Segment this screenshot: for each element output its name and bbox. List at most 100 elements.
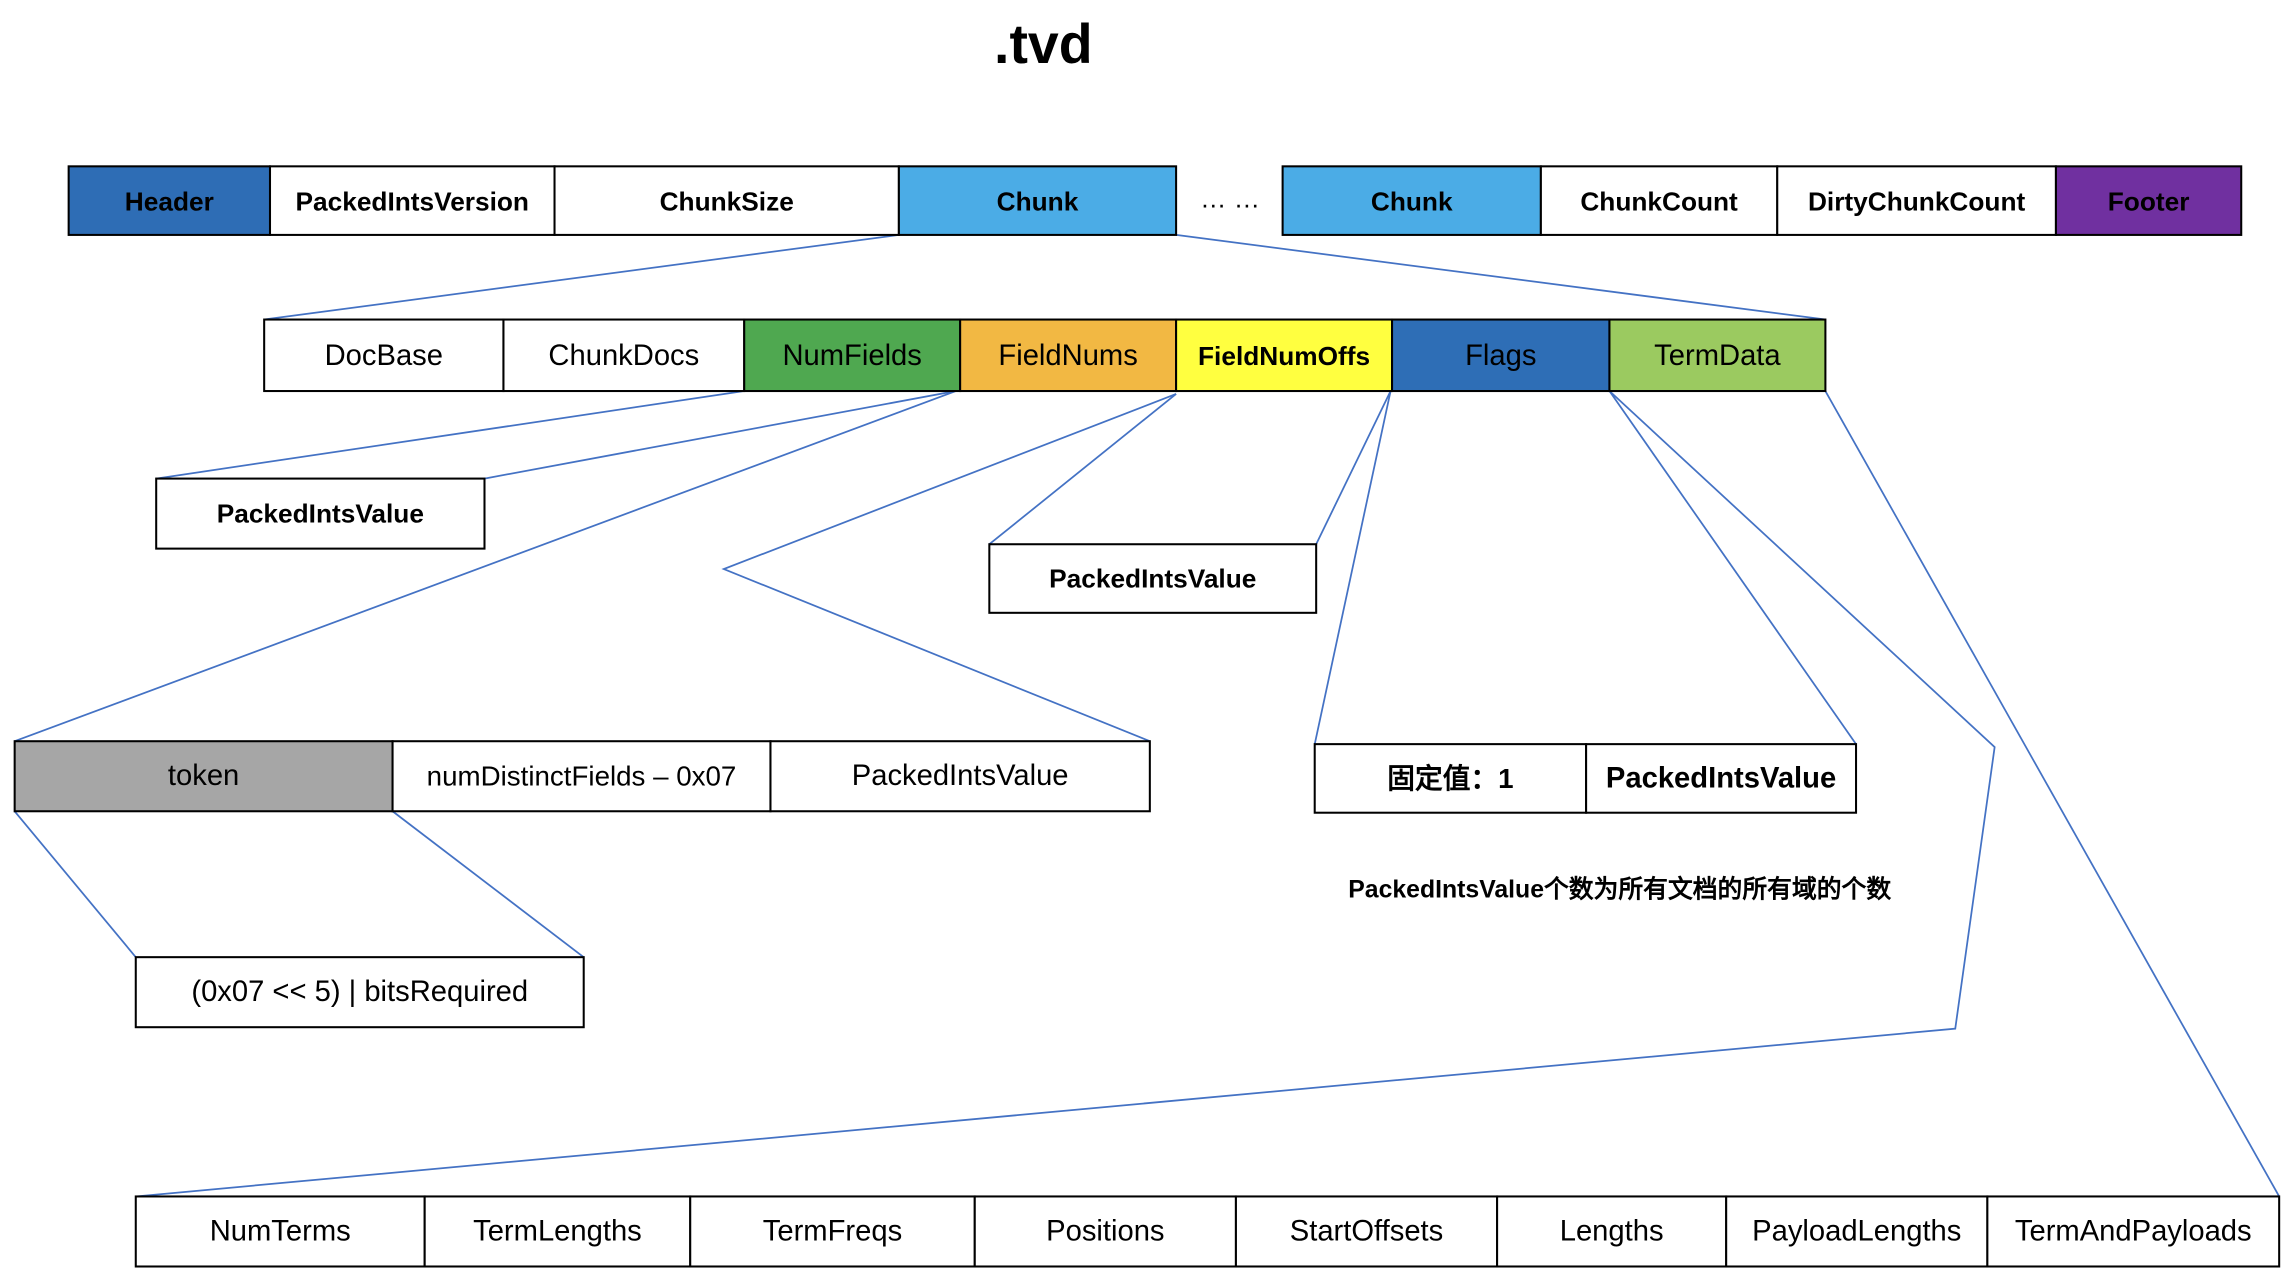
flags-packed-ints-cell-label: PackedIntsValue — [1606, 762, 1836, 794]
payload-lengths-cell-label: PayloadLengths — [1752, 1215, 1961, 1247]
termdata-expand-line-left — [135, 390, 1996, 1198]
term-and-payloads-cell-label: TermAndPayloads — [2015, 1215, 2252, 1247]
num-fields-cell: NumFields — [743, 318, 962, 393]
term-and-payloads-cell: TermAndPayloads — [1986, 1195, 2281, 1268]
num-distinct-fields-cell-label: numDistinctFields – 0x07 — [427, 761, 737, 792]
token-expand-line-right — [392, 810, 585, 958]
positions-cell: Positions — [973, 1195, 1237, 1268]
token-expand-line-left — [13, 810, 137, 958]
flags-expand-line-left — [1313, 390, 1392, 745]
chunk-cell-first-label: Chunk — [997, 186, 1079, 216]
footer-cell-box — [2054, 165, 2243, 236]
numfields-expand-line-left — [156, 390, 745, 480]
term-freqs-cell: TermFreqs — [689, 1195, 976, 1268]
fieldnums-expand-line-left — [14, 390, 957, 743]
start-offsets-cell-box — [1234, 1195, 1499, 1268]
num-fields-detail-label: PackedIntsValue — [217, 499, 424, 529]
positions-cell-label: Positions — [1046, 1215, 1164, 1247]
field-nums-cell: FieldNums — [959, 318, 1178, 393]
field-num-offs-detail: PackedIntsValue — [988, 543, 1318, 614]
chunk-expand-line-right — [1175, 234, 1826, 321]
footer-cell: Footer — [2054, 165, 2243, 236]
numfields-expand-line-right — [484, 390, 956, 480]
token-cell: token — [13, 740, 394, 813]
chunk-size-cell-label: ChunkSize — [660, 186, 794, 216]
chunk-docs-cell-box — [502, 318, 746, 393]
field-num-offs-detail-label: PackedIntsValue — [1049, 564, 1256, 594]
flags-expand-line-right — [1608, 390, 1857, 745]
fixed-value-cell: 固定值：1 — [1313, 743, 1588, 814]
payload-lengths-cell-box — [1725, 1195, 1989, 1268]
fixed-value-cell-label: 固定值：1 — [1387, 763, 1513, 794]
dirty-chunk-count-cell: DirtyChunkCount — [1776, 165, 2057, 236]
term-data-cell-box — [1608, 318, 1827, 393]
chunk-docs-cell: ChunkDocs — [502, 318, 746, 393]
start-offsets-cell-label: StartOffsets — [1290, 1215, 1443, 1247]
chunk-cell-last: Chunk — [1281, 165, 1542, 236]
token-cell-label: token — [168, 760, 239, 792]
fieldnumoffs-expand-line-right — [1315, 390, 1392, 545]
flags-note: PackedIntsValue个数为所有文档的所有域的个数 — [1348, 875, 1891, 904]
num-fields-detail-box — [155, 477, 486, 550]
field-nums-packed-ints-cell-box — [769, 740, 1151, 813]
flags-cell: Flags — [1391, 318, 1611, 393]
field-nums-packed-ints-cell-label: PackedIntsValue — [852, 760, 1069, 792]
num-terms-cell-label: NumTerms — [210, 1215, 351, 1247]
chunk-ellipsis: … … — [1200, 183, 1260, 213]
chunk-cell-last-label: Chunk — [1371, 186, 1453, 216]
num-fields-cell-box — [743, 318, 962, 393]
dirty-chunk-count-cell-label: DirtyChunkCount — [1808, 186, 2026, 216]
token-cell-box — [13, 740, 394, 813]
payload-lengths-cell: PayloadLengths — [1725, 1195, 1989, 1268]
field-nums-cell-box — [959, 318, 1178, 393]
doc-base-cell: DocBase — [263, 318, 505, 393]
term-freqs-cell-box — [689, 1195, 976, 1268]
start-offsets-cell: StartOffsets — [1234, 1195, 1499, 1268]
lengths-cell: Lengths — [1496, 1195, 1728, 1268]
token-detail-box — [134, 956, 585, 1029]
footer-cell-label: Footer — [2108, 186, 2190, 216]
field-nums-packed-ints-cell: PackedIntsValue — [769, 740, 1151, 813]
flags-packed-ints-cell-box — [1585, 743, 1858, 814]
header-cell: Header — [67, 165, 272, 236]
term-data-cell: TermData — [1608, 318, 1827, 393]
term-freqs-cell-label: TermFreqs — [763, 1215, 902, 1247]
field-num-offs-cell-box — [1175, 318, 1394, 393]
term-data-detail: NumTerms TermLengths TermFreqs Positions… — [134, 1195, 2281, 1268]
file-row: Header PackedIntsVersion ChunkSize Chunk… — [67, 165, 2243, 236]
term-and-payloads-cell-box — [1986, 1195, 2281, 1268]
term-data-cell-label: TermData — [1654, 340, 1781, 372]
chunk-docs-cell-label: ChunkDocs — [548, 340, 699, 372]
num-terms-cell: NumTerms — [134, 1195, 426, 1268]
num-terms-cell-box — [134, 1195, 426, 1268]
packed-ints-version-cell: PackedIntsVersion — [268, 165, 556, 236]
num-distinct-fields-cell: numDistinctFields – 0x07 — [391, 740, 772, 813]
dirty-chunk-count-cell-box — [1776, 165, 2057, 236]
header-cell-label: Header — [125, 186, 214, 216]
field-nums-cell-label: FieldNums — [998, 340, 1137, 372]
term-lengths-cell-label: TermLengths — [473, 1215, 642, 1247]
chunk-cell-first-box — [897, 165, 1178, 236]
fieldnums-expand-line-right — [721, 393, 1177, 743]
num-fields-cell-label: NumFields — [782, 340, 921, 372]
token-detail: (0x07 << 5) | bitsRequired — [134, 956, 585, 1029]
termdata-expand-line-right — [1824, 390, 2280, 1197]
chunk-size-cell: ChunkSize — [553, 165, 900, 236]
term-lengths-cell-box — [423, 1195, 692, 1268]
flags-cell-label: Flags — [1465, 340, 1536, 372]
token-detail-label: (0x07 << 5) | bitsRequired — [191, 976, 528, 1008]
chunk-count-cell: ChunkCount — [1539, 165, 1779, 236]
packed-ints-version-cell-label: PackedIntsVersion — [296, 186, 529, 216]
lengths-cell-label: Lengths — [1560, 1215, 1664, 1247]
lengths-cell-box — [1496, 1195, 1728, 1268]
term-lengths-cell: TermLengths — [423, 1195, 692, 1268]
chunk-size-cell-box — [553, 165, 900, 236]
chunk-expand-line-left — [264, 234, 899, 321]
field-nums-detail: token numDistinctFields – 0x07 PackedInt… — [13, 740, 1151, 813]
flags-packed-ints-cell: PackedIntsValue — [1585, 743, 1858, 814]
field-num-offs-detail-box — [988, 543, 1318, 614]
field-num-offs-cell-label: FieldNumOffs — [1198, 341, 1370, 371]
diagram-title: .tvd — [994, 13, 1093, 75]
field-num-offs-cell: FieldNumOffs — [1175, 318, 1394, 393]
